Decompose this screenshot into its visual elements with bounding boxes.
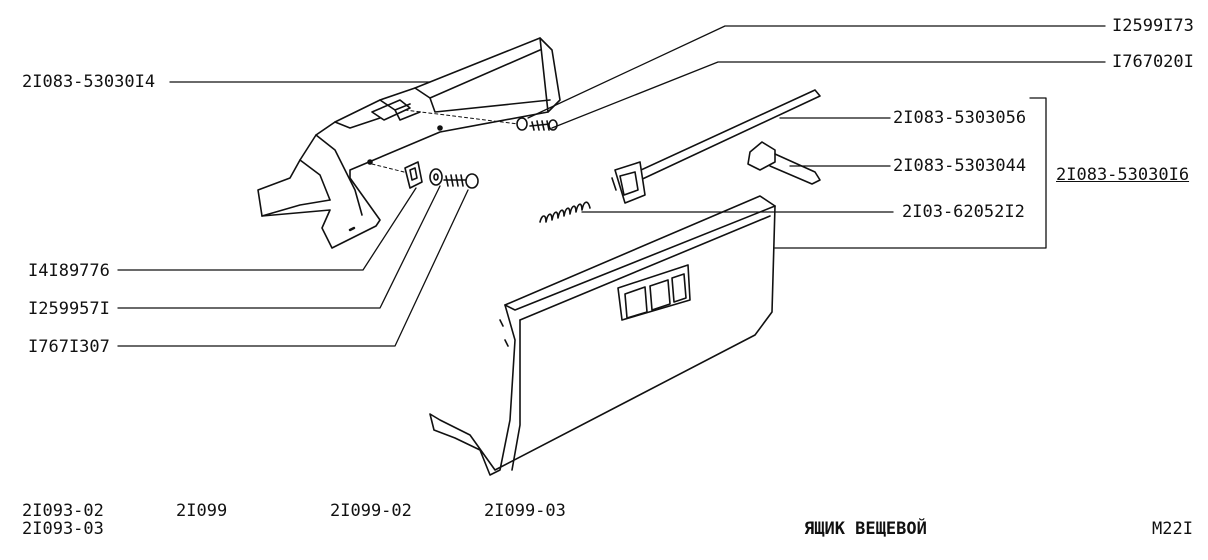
glove-box-bracket (257, 37, 561, 249)
buffer (747, 141, 821, 185)
part-label-washer: I259957I (28, 299, 110, 319)
diagram-title: ЯЩИК ВЕЩЕВОЙ (804, 519, 927, 539)
model-label: 2I099-03 (484, 501, 566, 521)
part-label-assembly: 2I083-53030I6 (1056, 165, 1190, 185)
model-label: 2I099 (176, 501, 228, 521)
page-code: M22I (1152, 519, 1193, 539)
part-label-rod: 2I083-5303056 (893, 108, 1027, 128)
part-label-nut: I4I89776 (28, 261, 110, 281)
nut-washer-screw-lower (371, 161, 479, 189)
screw-upper (404, 109, 558, 131)
part-label-spring: 2I03-62052I2 (902, 202, 1025, 222)
part-label-bracket: 2I083-53030I4 (22, 72, 156, 92)
model-label: 2I093-03 (22, 519, 104, 539)
part-label-washer-upper: I767020I (1112, 52, 1194, 72)
part-label-screw-lower: I767I307 (28, 337, 110, 357)
spring (539, 201, 591, 223)
leader-lines (117, 25, 1106, 347)
rod (611, 89, 821, 204)
model-label: 2I093-02 (22, 501, 104, 521)
part-label-screw-upper: I2599I73 (1112, 16, 1194, 36)
model-label: 2I099-02 (330, 501, 412, 521)
glove-box-lid (429, 195, 776, 476)
part-label-buffer: 2I083-5303044 (893, 156, 1027, 176)
